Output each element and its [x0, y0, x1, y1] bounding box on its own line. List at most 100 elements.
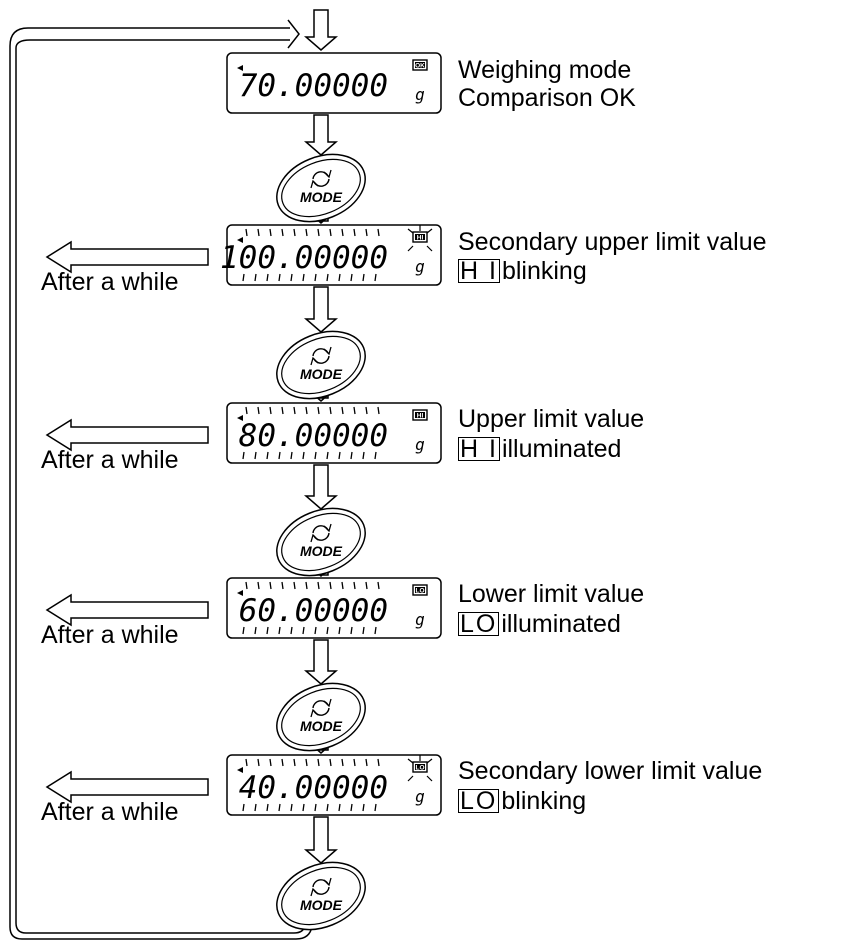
blink-ray	[374, 451, 377, 460]
indicator-badge-fill	[415, 764, 425, 770]
mode-key-outer-ring	[276, 682, 366, 752]
blink-ray	[245, 406, 248, 415]
blink-ray	[242, 803, 245, 812]
blink-ray	[269, 758, 272, 767]
blink-ray	[305, 758, 308, 767]
blink-ray	[326, 803, 329, 812]
step-1-subtitle: Comparison OK	[458, 84, 636, 112]
display-frame	[226, 52, 442, 114]
blink-ray	[290, 803, 293, 812]
blink-ray	[242, 626, 245, 635]
blink-ray	[254, 803, 257, 812]
blink-ray	[314, 273, 317, 282]
blink-ray	[302, 451, 305, 460]
indicator-badge-fill	[415, 412, 425, 418]
blink-ray	[365, 228, 368, 237]
indicator-badge-fill	[415, 62, 425, 68]
mode-key-button[interactable]: MODE	[267, 142, 376, 234]
blink-ray	[317, 758, 320, 767]
left-arrow-icon	[45, 593, 209, 627]
step-3-state: illuminated	[501, 435, 622, 463]
blink-ray	[290, 451, 293, 460]
mode-key-inner-ring	[281, 866, 361, 926]
step-3-title: Upper limit value	[458, 405, 645, 433]
down-arrow-icon	[303, 9, 339, 51]
blink-ray	[365, 758, 368, 767]
blink-ray	[242, 273, 245, 282]
display-weight-value: 70.00000	[239, 68, 388, 104]
display-unit: g	[415, 257, 425, 276]
down-arrow-icon	[303, 816, 339, 864]
blink-ray	[407, 228, 414, 234]
blink-ray	[426, 758, 433, 764]
blink-ray	[377, 758, 380, 767]
blink-ray	[266, 803, 269, 812]
blink-ray	[341, 581, 344, 590]
lo-indicator-symbol: LO	[458, 610, 500, 638]
blink-ray	[266, 273, 269, 282]
cycle-arrows-icon	[310, 346, 332, 366]
blink-ray	[341, 406, 344, 415]
mode-key-button[interactable]: MODE	[267, 671, 376, 763]
blink-ray	[245, 758, 248, 767]
mode-key-button[interactable]: MODE	[267, 319, 376, 411]
blink-ray	[329, 406, 332, 415]
display-frame	[226, 577, 442, 639]
blink-ray	[257, 228, 260, 237]
blink-ray	[377, 228, 380, 237]
blink-ray	[329, 758, 332, 767]
mode-key-inner-ring	[281, 512, 361, 572]
blink-ray	[326, 451, 329, 460]
blink-ray	[281, 228, 284, 237]
indicator-badge-text: HI	[417, 235, 424, 242]
blink-ray	[242, 451, 245, 460]
loop-line-inner	[15, 39, 306, 934]
blink-ray	[338, 451, 341, 460]
step-2-title: Secondary upper limit value	[458, 228, 767, 256]
blink-ray	[426, 245, 433, 252]
blink-ray	[329, 581, 332, 590]
display-weight-value: 80.00000	[239, 418, 388, 454]
triangle-mark-icon	[237, 65, 243, 71]
triangle-mark-icon	[237, 415, 243, 421]
display-frame	[226, 402, 442, 464]
blink-ray	[362, 803, 365, 812]
blink-ray	[257, 581, 260, 590]
blink-ray	[350, 451, 353, 460]
mode-key-button[interactable]: MODE	[267, 496, 376, 588]
blink-ray	[290, 626, 293, 635]
mode-key-outer-ring	[276, 153, 366, 223]
blink-ray	[329, 228, 332, 237]
mode-key-inner-ring	[281, 687, 361, 747]
step-1-title: Weighing mode	[458, 56, 632, 84]
left-arrow-icon	[45, 770, 209, 804]
mode-key-label: MODE	[300, 897, 343, 913]
blink-ray	[293, 758, 296, 767]
blink-ray	[353, 581, 356, 590]
after-a-while-label: After a while	[41, 798, 179, 826]
blink-ray	[245, 581, 248, 590]
blink-ray	[305, 228, 308, 237]
blink-ray	[317, 581, 320, 590]
blink-ray	[314, 451, 317, 460]
after-a-while-label: After a while	[41, 268, 179, 296]
blink-ray	[302, 626, 305, 635]
blink-ray	[350, 273, 353, 282]
mode-key-outer-ring	[276, 861, 366, 931]
blink-ray	[353, 406, 356, 415]
blink-ray	[257, 406, 260, 415]
cycle-arrows-icon	[310, 169, 332, 189]
cycle-arrows-icon	[310, 698, 332, 718]
mode-key-button[interactable]: MODE	[267, 850, 376, 942]
mode-key-label: MODE	[300, 366, 343, 382]
blink-ray	[326, 626, 329, 635]
blink-ray	[269, 581, 272, 590]
indicator-badge-fill	[415, 587, 425, 593]
blink-ray	[278, 803, 281, 812]
